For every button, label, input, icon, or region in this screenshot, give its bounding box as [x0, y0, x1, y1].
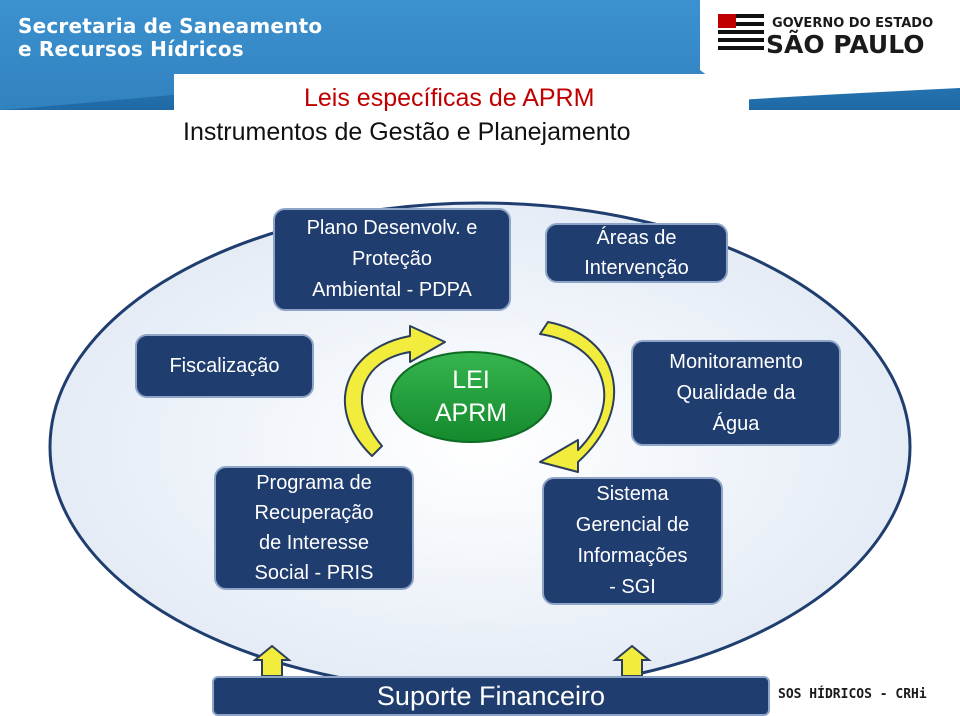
center-label-line2: APRM — [434, 399, 508, 427]
box-sgi-line4: - SGI — [609, 576, 656, 598]
box-pdpa: Plano Desenvolv. e Proteção Ambiental - … — [273, 208, 511, 311]
box-pdpa-line3: Ambiental - PDPA — [312, 279, 472, 301]
box-monitoramento-line2: Qualidade da — [676, 381, 796, 404]
box-sgi-line2: Gerencial de — [575, 514, 690, 536]
box-monitoramento: Monitoramento Qualidade da Água — [631, 340, 841, 446]
box-sgi-line3: Informações — [577, 545, 688, 567]
box-areas-line2: Intervenção — [584, 257, 689, 279]
box-pris: Programa de Recuperação de Interesse Soc… — [214, 466, 414, 590]
up-arrow-right-icon — [612, 644, 652, 677]
arrow-left-curve — [344, 325, 446, 457]
center-label: LEI APRM — [391, 352, 551, 442]
box-pris-line2: Recuperação — [254, 502, 374, 524]
state-flag-icon — [718, 14, 764, 50]
slide-subtitle: Instrumentos de Gestão e Planejamento — [183, 118, 631, 146]
box-fiscalizacao-line1: Fiscalização — [169, 355, 280, 377]
box-monitoramento-line1: Monitoramento — [669, 350, 803, 373]
box-pris-line4: Social - PRIS — [254, 562, 374, 584]
slide-title: Leis específicas de APRM — [304, 84, 595, 112]
box-pris-line1: Programa de — [256, 472, 372, 494]
arrow-right-curve — [539, 321, 615, 473]
box-sgi-line1: Sistema — [596, 483, 669, 505]
box-pdpa-line1: Plano Desenvolv. e — [306, 217, 478, 239]
box-monitoramento-line3: Água — [712, 412, 760, 435]
box-fiscalizacao: Fiscalização — [135, 334, 314, 398]
box-pris-line3: de Interesse — [258, 532, 370, 554]
title-panel — [174, 74, 749, 156]
header-title-line2: e Recursos Hídricos — [18, 37, 244, 61]
box-sgi: Sistema Gerencial de Informações - SGI — [542, 477, 723, 605]
gov-logo-line2: SÃO PAULO — [766, 30, 925, 59]
box-areas-line1: Áreas de — [596, 227, 677, 249]
header-title-line1: Secretaria de Saneamento — [18, 14, 323, 38]
footer-text: SOS HÍDRICOS - CRHi — [778, 687, 927, 702]
suporte-financeiro-box: Suporte Financeiro — [212, 676, 770, 716]
center-oval — [390, 351, 552, 443]
up-arrow-left-icon — [252, 644, 292, 677]
center-label-line1: LEI — [452, 366, 490, 394]
logo-backdrop — [700, 0, 960, 100]
box-pdpa-line2: Proteção — [351, 248, 433, 270]
gov-logo-line1: GOVERNO DO ESTADO — [772, 16, 934, 31]
box-areas: Áreas de Intervenção — [545, 223, 728, 283]
